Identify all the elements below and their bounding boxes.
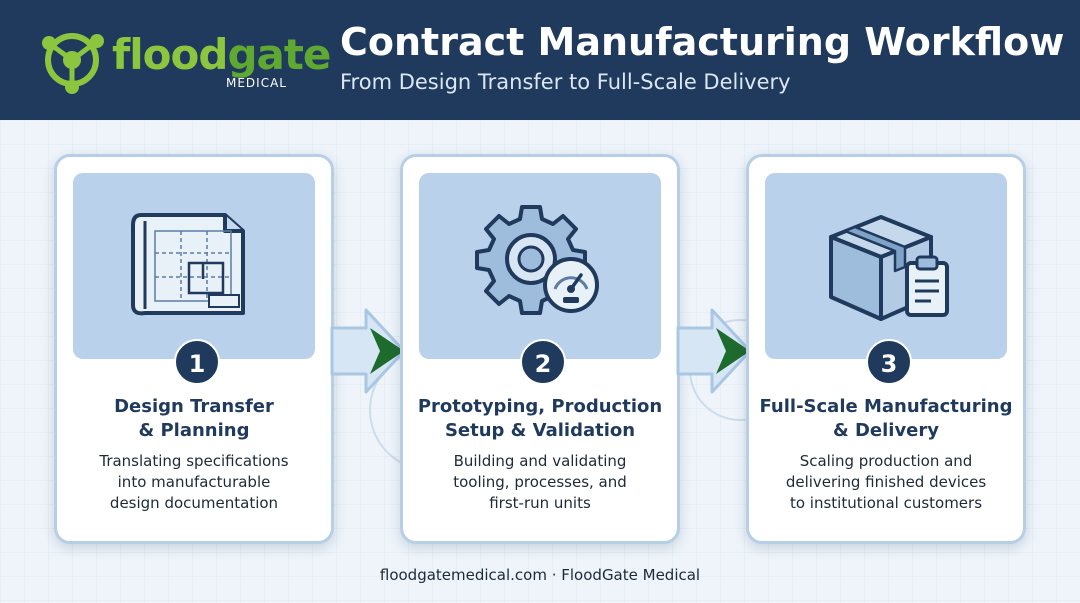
step-card-2-illustration: [419, 173, 661, 359]
floodgate-logo: floodgate MEDICAL: [38, 24, 331, 96]
step-title: Design Transfer & Planning: [114, 396, 274, 441]
step-card-3: 3 Full-Scale Manufacturing & Delivery Sc…: [746, 154, 1026, 544]
step-number-badge: 2: [520, 339, 566, 385]
page-subtitle: From Design Transfer to Full-Scale Deliv…: [340, 70, 791, 94]
step-description: Translating specifications into manufact…: [99, 452, 289, 512]
step-card-1-illustration: [73, 173, 315, 359]
step-card-3-illustration: [765, 173, 1007, 359]
logo-word-gate: gate: [227, 30, 331, 79]
box-clipboard-icon: [829, 215, 949, 321]
step-title: Prototyping, Production Setup & Validati…: [417, 396, 663, 441]
logo-word-flood: flood: [112, 30, 228, 79]
step-title: Full-Scale Manufacturing & Delivery: [759, 396, 1013, 441]
molecule-logo-icon: [42, 33, 104, 94]
logo-wordmark: floodgate: [112, 30, 331, 80]
blueprint-icon: [131, 213, 245, 316]
footer-credit[interactable]: floodgatemedical.com · FloodGate Medical: [379, 566, 701, 584]
step-number-badge: 3: [866, 339, 912, 385]
logo-subtitle: MEDICAL: [226, 76, 287, 90]
page-title: Contract Manufacturing Workflow: [340, 20, 1065, 64]
arrow-right-icon: [330, 308, 406, 394]
gear-gauge-icon: [475, 205, 599, 315]
arrow-right-icon: [676, 308, 752, 394]
step-number-badge: 1: [174, 339, 220, 385]
step-card-1: 1 Design Transfer & Planning Translating…: [54, 154, 334, 544]
step-card-2: 2 Prototyping, Production Setup & Valida…: [400, 154, 680, 544]
step-description: Building and validating tooling, process…: [453, 452, 627, 512]
step-description: Scaling production and delivering finish…: [785, 452, 987, 512]
header-banner: floodgate MEDICAL Contract Manufacturing…: [0, 0, 1080, 120]
